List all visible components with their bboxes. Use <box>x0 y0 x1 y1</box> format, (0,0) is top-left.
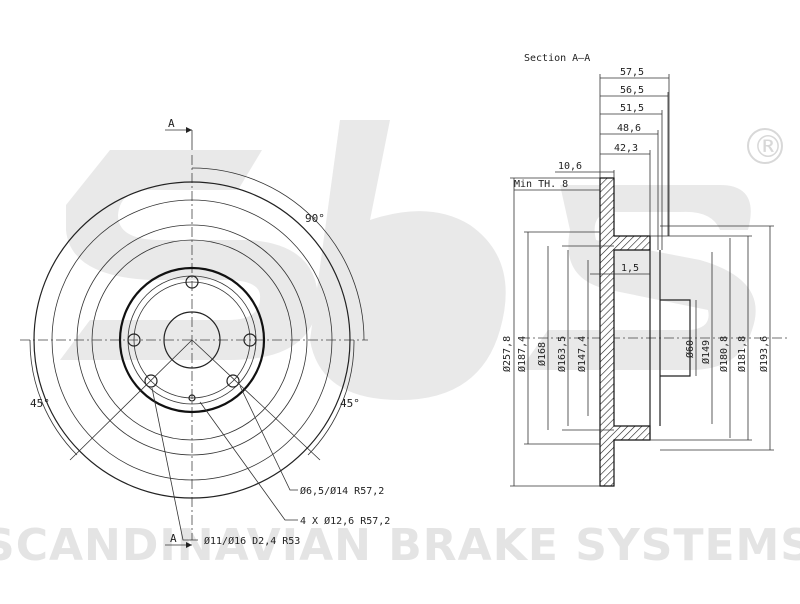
registered-mark: ® <box>753 130 783 165</box>
diameter-label: Ø181,8 <box>736 336 748 372</box>
diameter-label: Ø193,6 <box>758 336 770 372</box>
diameter-label: Ø187,4 <box>516 336 528 372</box>
outer-rim-circle <box>33 181 351 499</box>
diameter-label: Ø180,8 <box>718 336 730 372</box>
company-name-watermark: SCANDINAVIAN BRAKE SYSTEMS <box>0 520 800 571</box>
disc-front-view <box>20 127 368 548</box>
width-label: 48,6 <box>617 123 641 134</box>
disc-section-view <box>510 74 790 487</box>
bolt-hole-lower-right <box>226 374 240 388</box>
angle-label-90: 90° <box>305 212 325 225</box>
center-bore-profile <box>660 299 691 377</box>
hat-outer-circle <box>91 239 293 441</box>
callout-leader-1 <box>239 385 298 491</box>
section-marker-top-label: A <box>168 117 175 130</box>
center-bore <box>163 311 221 369</box>
angle-arc-45-right <box>307 339 355 456</box>
width-label: 57,5 <box>620 67 644 78</box>
angle-arc-45-left <box>29 339 78 456</box>
disc-section-body <box>599 177 651 487</box>
angle-line-right <box>191 339 321 461</box>
diameter-label: Ø257,8 <box>501 336 513 372</box>
width-label: 42,3 <box>614 143 638 154</box>
width-label: 56,5 <box>620 85 644 96</box>
diameter-label: Ø147,4 <box>576 336 588 372</box>
angle-arc-90 <box>191 167 365 341</box>
diameter-label: Ø163,5 <box>556 336 568 372</box>
bolt-circle <box>133 281 251 399</box>
callout-leader-3 <box>151 387 198 541</box>
diameter-label: Ø60 <box>684 340 696 358</box>
angle-label-45-left: 45° <box>30 397 50 410</box>
diameter-label: Ø149 <box>700 340 712 364</box>
bolt-hole-left <box>127 333 141 347</box>
locator-hole-bottom <box>188 394 196 402</box>
bolt-hole-right <box>243 333 257 347</box>
callout-label-2: 4 X Ø12,6 R57,2 <box>300 515 390 527</box>
callout-label-1: Ø6,5/Ø14 R57,2 <box>300 485 384 497</box>
width-label: 1,5 <box>621 263 639 274</box>
callout-label-3: Ø11/Ø16 D2,4 R53 <box>204 535 300 547</box>
diameter-label: Ø168 <box>536 342 548 366</box>
hub-circle-bold <box>118 266 266 414</box>
diameter-labels: Ø257,8 Ø187,4 Ø168 Ø163,5 Ø147,4 Ø60 Ø14… <box>501 336 770 372</box>
min-thickness-label: Min TH. 8 <box>514 179 568 190</box>
section-title: Section A–A <box>524 53 590 64</box>
section-arrowhead-top <box>186 127 192 133</box>
friction-ring-inner <box>76 224 308 456</box>
section-marker-bottom-label: A <box>170 532 177 545</box>
width-label: 51,5 <box>620 103 644 114</box>
section-arrowhead-bottom <box>186 542 192 548</box>
sbs-logo-watermark <box>60 120 783 400</box>
angle-label-45-right: 45° <box>340 397 360 410</box>
bolt-hole-top <box>185 275 199 289</box>
angle-line-left <box>69 339 193 461</box>
width-dimension-labels: 57,5 56,5 51,5 48,6 42,3 10,6 1,5 <box>558 67 644 274</box>
friction-ring-outer <box>51 199 333 481</box>
bolt-hole-lower-left <box>144 374 158 388</box>
registered-circle <box>747 128 783 164</box>
callout-leader-2 <box>199 401 298 521</box>
width-label: 10,6 <box>558 161 582 172</box>
